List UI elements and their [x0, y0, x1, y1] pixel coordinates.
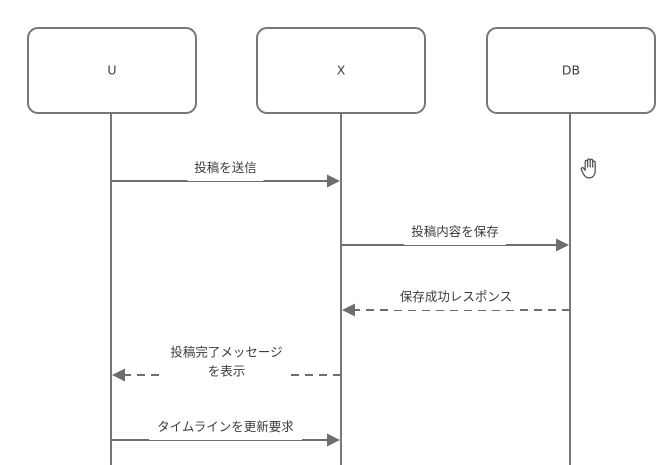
message-arrowhead — [342, 303, 355, 317]
message-5[interactable]: タイムラインを更新要求 — [111, 417, 340, 447]
participant-label: U — [107, 63, 116, 78]
message-arrowhead — [327, 174, 340, 188]
message-1[interactable]: 投稿を送信 — [111, 158, 340, 188]
message-arrowhead — [327, 433, 340, 447]
message-label: タイムラインを更新要求 — [157, 419, 294, 434]
message-label-backdrop — [162, 342, 291, 385]
message-label: 投稿内容を保存 — [411, 224, 499, 239]
participant-u[interactable]: U — [27, 27, 197, 114]
message-label-backdrop — [392, 287, 520, 310]
messages-layer: 投稿を送信投稿内容を保存保存成功レスポンス投稿完了メッセージを表示タイムラインを… — [111, 158, 570, 447]
message-label: 投稿完了メッセージを表示 — [170, 345, 282, 379]
message-label-backdrop — [149, 417, 302, 440]
message-label-backdrop — [187, 158, 264, 181]
message-label-backdrop — [404, 222, 506, 245]
participant-x[interactable]: X — [256, 27, 426, 114]
lifelines-layer — [110, 113, 571, 465]
participant-label: X — [337, 63, 346, 78]
participants-layer: U X DB — [27, 27, 656, 114]
message-3[interactable]: 保存成功レスポンス — [342, 287, 570, 317]
message-label: 保存成功レスポンス — [400, 289, 512, 304]
participant-db[interactable]: DB — [486, 27, 656, 114]
message-2[interactable]: 投稿内容を保存 — [341, 222, 569, 252]
message-arrowhead — [112, 368, 125, 382]
message-label: 投稿を送信 — [194, 160, 257, 175]
message-4[interactable]: 投稿完了メッセージを表示 — [112, 342, 341, 385]
participant-label: DB — [562, 63, 580, 78]
message-arrowhead — [556, 238, 569, 252]
